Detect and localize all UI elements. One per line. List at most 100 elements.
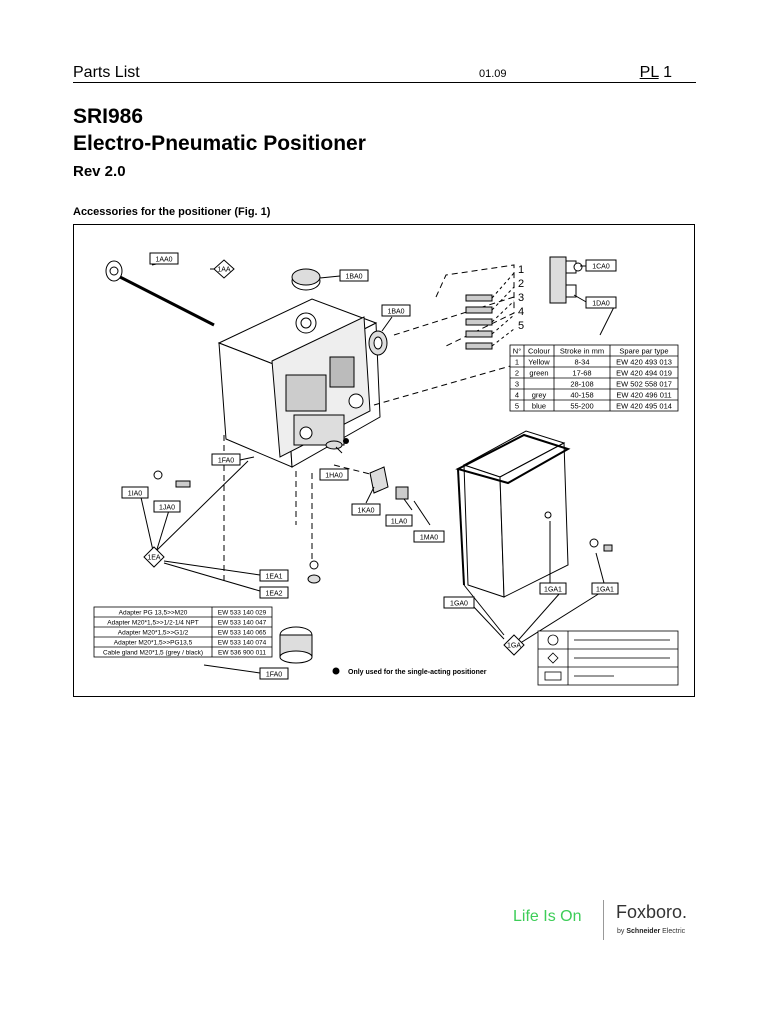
cover [455,430,613,598]
part-label: 1MA0 [420,535,438,542]
cable-gland [279,626,313,664]
table-cell: EW 533 140 074 [218,640,267,647]
part-label: 1BA0 [345,274,362,281]
table-cell: Adapter M20*1,5>>G1/2 [118,630,189,637]
tagline: Life Is On [513,908,582,925]
brand-footer: Life Is On Foxboro. by Schneider Electri… [513,898,713,946]
spring-number: 4 [518,306,524,318]
table-header: Stroke in mm [560,347,604,356]
brand-byline: by Schneider Electric [617,928,685,935]
bullet-dot-icon [332,667,340,675]
company-name: Schneider [626,928,661,935]
product-title: Electro-Pneumatic Positioner [73,132,366,155]
table-header: Spare par type [619,347,668,356]
table-cell: 55-200 [570,402,593,411]
page-header: Parts List 01.09 PL 1 [73,62,696,83]
part-labels: 1AA0 1AA 1BA0 1BA0 1CA0 1DA0 1FA0 1IA0 1… [121,252,619,680]
spring-leaders [491,272,515,347]
part-label: 1LA0 [391,519,407,526]
grommet [368,330,388,356]
part-label: 1CA0 [592,264,610,271]
table-cell: 40-158 [570,391,593,400]
table-cell: 4 [515,391,519,400]
table-cell: 28-108 [570,380,593,389]
table-cell: EW 533 140 065 [218,630,267,637]
figure-frame: 1 2 3 4 5 [73,224,695,697]
rectangle-symbol-icon [544,671,562,681]
part-label: 1FA0 [218,458,234,465]
small-parts [153,438,409,584]
company-tail: Electric [662,928,686,935]
table-cell: EW 533 140 029 [218,610,267,617]
table-cell: EW 533 140 047 [218,620,267,627]
spring-number: 2 [518,278,524,290]
part-label: 1AA [217,267,231,274]
circle-symbol-icon [547,634,559,646]
part-label: 1GA1 [544,587,562,594]
long-screw [105,260,215,327]
table-header: Colour [528,347,551,356]
table-cell: Adapter M20*1,5>>PG13,5 [114,640,193,647]
part-label: 1DA0 [592,301,610,308]
diamond-symbol-icon [547,652,559,664]
header-date: 01.09 [479,68,507,80]
brand-name: Foxboro. [616,902,688,922]
part-label: 1GA0 [450,601,468,608]
adapter-table: Adapter PG 13,5>>M20 EW 533 140 029 Adap… [93,606,273,658]
table-cell: EW 536 900 011 [218,650,266,657]
header-title: Parts List [73,64,140,81]
table-cell: Adapter M20*1,5>>1/2-1/4 NPT [107,620,198,627]
spring-number: 3 [518,292,524,304]
symbol-legend [537,630,679,686]
exploded-diagram: 1 2 3 4 5 [93,252,679,686]
part-label: 1KA0 [357,508,374,515]
table-cell: blue [532,402,546,411]
housing [217,298,381,468]
table-cell: EW 420 493 013 [616,358,672,367]
single-acting-note: Only used for the single-acting position… [348,669,487,676]
by-text: by [617,928,625,935]
table-cell: 3 [515,380,519,389]
springs [465,294,493,350]
table-cell: EW 420 494 019 [616,369,672,378]
table-cell: 17-68 [572,369,591,378]
part-label: 1AA0 [155,257,172,264]
part-label: 1GA1 [596,587,614,594]
header-page: PL 1 [640,64,672,82]
part-label: 1JA0 [159,505,175,512]
lever-bracket [549,256,583,304]
table-cell: EW 420 495 014 [616,402,672,411]
part-label: 1EA2 [265,591,282,598]
spring-number: 5 [518,320,524,332]
page-label: PL [639,64,659,81]
table-cell: EW 502 558 017 [616,380,672,389]
table-cell: 2 [515,369,519,378]
part-label: 1EA [147,555,161,562]
cap-plug [291,268,321,291]
revision: Rev 2.0 [73,163,126,180]
page-number: 1 [663,64,672,81]
table-cell: EW 420 496 011 [616,391,671,400]
part-label: 1BA0 [387,309,404,316]
model-title: SRI986 [73,105,144,128]
table-header: N° [513,347,521,356]
spring-numbers: 1 2 3 4 5 [518,264,524,332]
table-cell: Adapter PG 13,5>>M20 [119,610,188,617]
brand-divider [603,900,604,940]
spring-table: N° Colour Stroke in mm Spare par type 1 … [509,344,679,412]
part-label: 1GA [507,643,521,650]
table-cell: green [529,369,548,378]
table-cell: 1 [515,358,519,367]
explode-lines [223,264,515,585]
table-cell: 5 [515,402,519,411]
table-cell: Yellow [528,358,550,367]
part-label: 1EA1 [265,574,282,581]
note: Only used for the single-acting position… [332,667,487,676]
table-cell: 8-34 [574,358,589,367]
table-cell: grey [532,391,547,400]
part-label: 1FA0 [266,672,282,679]
spring-number: 1 [518,264,524,276]
part-label: 1HA0 [325,473,343,480]
table-cell: Cable gland M20*1,5 (grey / black) [103,650,203,657]
part-label: 1IA0 [128,491,143,498]
